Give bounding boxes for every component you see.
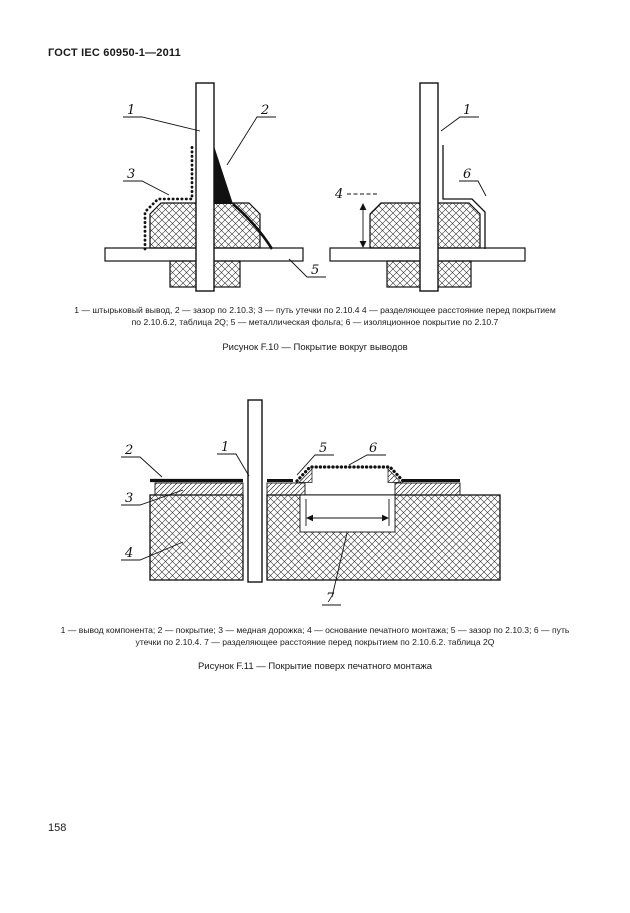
leader-label5 bbox=[296, 454, 334, 476]
label-foil: 5 bbox=[311, 263, 319, 278]
label-distance: 4 bbox=[334, 187, 343, 202]
dim4-arrow-down bbox=[359, 241, 367, 248]
document-header-title: ГОСТ IEC 60950-1—2011 bbox=[48, 47, 181, 59]
label-copper: 3 bbox=[125, 491, 133, 506]
figure-f10-drawing: 1 2 3 1 6 4 5 bbox=[104, 82, 526, 292]
label-base: 4 bbox=[124, 546, 133, 561]
label-pin-left: 1 bbox=[127, 103, 135, 118]
coating-fillet-right bbox=[387, 468, 402, 483]
label-clearance: 2 bbox=[260, 103, 269, 118]
label-coating: 2 bbox=[124, 443, 133, 458]
insulating-coating-line bbox=[442, 145, 486, 249]
leader-label2 bbox=[226, 116, 276, 166]
component-lead-pin bbox=[247, 399, 263, 583]
dim4-arrow-up bbox=[359, 203, 367, 210]
clearance-curve bbox=[232, 203, 274, 250]
pin-terminal-right bbox=[419, 82, 439, 292]
coating-fillet-left bbox=[298, 468, 313, 483]
figure-f10-caption-line1: 1 — штырьковый вывод, 2 — зазор по 2.10.… bbox=[74, 305, 556, 315]
dim7-arrow-left bbox=[306, 514, 313, 522]
figure-f11-caption-line2: утечки по 2.10.4. 7 — разделяющее рассто… bbox=[135, 636, 495, 647]
leader-label3 bbox=[121, 489, 184, 506]
leader-label4 bbox=[121, 541, 184, 561]
figure-f11-drawing: 2 1 5 6 3 4 7 bbox=[121, 399, 501, 606]
page-number: 158 bbox=[48, 822, 67, 834]
creepage-path-dotted-bridge bbox=[295, 465, 405, 483]
leader-label5 bbox=[288, 258, 326, 278]
pin-terminal-left bbox=[195, 82, 215, 292]
label-distance: 7 bbox=[326, 591, 335, 606]
figure-f10-caption: 1 — штырьковый вывод, 2 — зазор по 2.10.… bbox=[45, 305, 585, 328]
figure-f10-title: Рисунок F.10 — Покрытие вокруг выводов bbox=[222, 342, 408, 353]
pwb-base-left bbox=[149, 494, 244, 581]
label-lead: 1 bbox=[221, 440, 229, 455]
leader-label6 bbox=[348, 454, 386, 466]
copper-track-right-b bbox=[394, 482, 461, 496]
leader-label1 bbox=[217, 453, 250, 477]
dim7-box bbox=[299, 494, 396, 533]
label-pin-right: 1 bbox=[463, 103, 471, 118]
dim7-arrow-right bbox=[382, 514, 389, 522]
figure-f11-title: Рисунок F.11 — Покрытие поверх печатного… bbox=[197, 661, 433, 672]
leader-label3 bbox=[123, 180, 170, 196]
leader-label1-left bbox=[123, 116, 201, 132]
label-coating: 6 bbox=[463, 167, 471, 182]
label-creepage: 6 bbox=[369, 441, 377, 456]
figure-f11-caption-line1: 1 — вывод компонента; 2 — покрытие; 3 — … bbox=[60, 625, 570, 635]
label-creepage: 3 bbox=[127, 167, 135, 182]
copper-track-right-a bbox=[266, 482, 306, 496]
label-clearance: 5 bbox=[319, 441, 327, 456]
leader-label1-right bbox=[440, 116, 479, 132]
leader-label2 bbox=[121, 456, 163, 478]
figure-f10-caption-line2: по 2.10.6.2, таблица 2Q; 5 — металлическ… bbox=[131, 316, 499, 327]
leader-label6 bbox=[459, 180, 487, 197]
figure-f11-caption: 1 — вывод компонента; 2 — покрытие; 3 — … bbox=[45, 625, 585, 648]
clearance-wedge bbox=[214, 146, 233, 204]
leader-label7 bbox=[322, 532, 348, 606]
copper-track-left bbox=[154, 482, 244, 496]
